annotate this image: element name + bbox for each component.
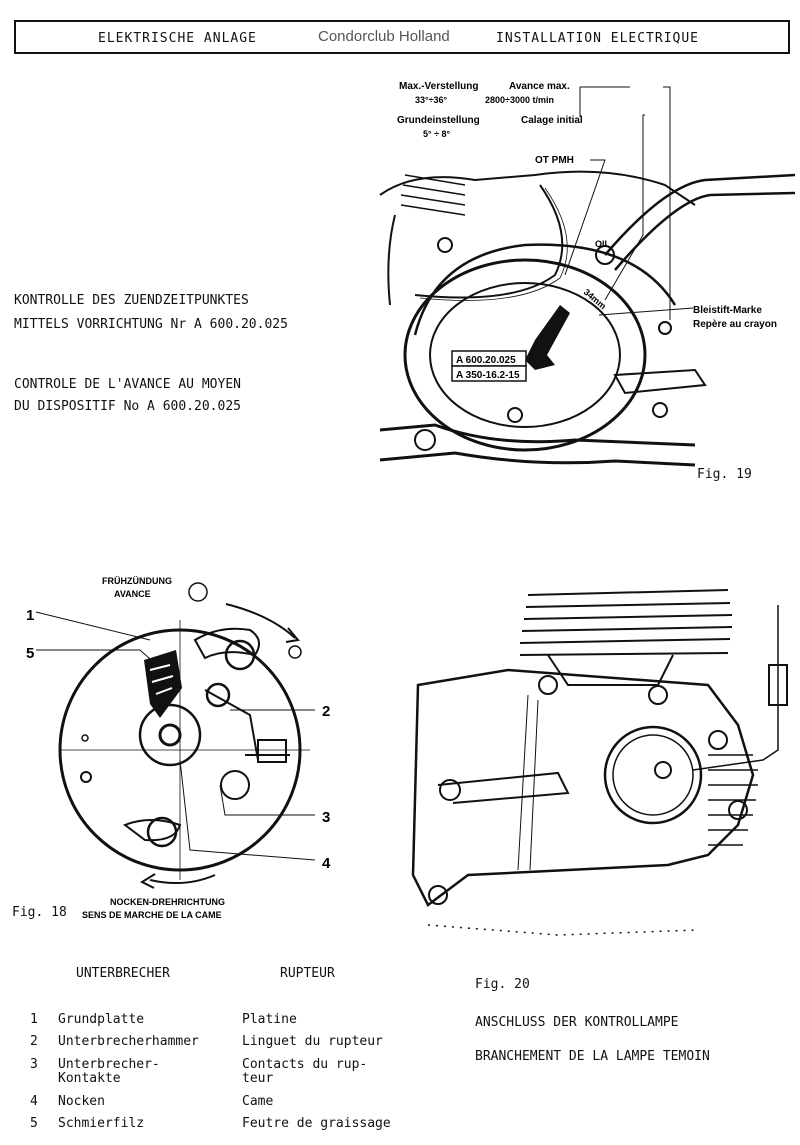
fig19-pencil-fr: Repère au crayon (693, 319, 777, 330)
part-1-fr: Platine (242, 1012, 297, 1027)
part-3-fr: Contacts du rup- (242, 1057, 368, 1072)
part-2-fr: Linguet du rupteur (242, 1034, 383, 1049)
fig18-breaker-illustration: FRÜHZÜNDUNG AVANCE 1 5 2 3 4 NOCKEN-DREH… (26, 576, 331, 920)
fig18-label-5: 5 (26, 645, 34, 662)
part-1-de: Grundplatte (58, 1012, 145, 1027)
fig20-engine-illustration (411, 589, 788, 936)
section1-fr-line2: DU DISPOSITIF No A 600.20.025 (14, 399, 241, 414)
section1-de-line1: KONTROLLE DES ZUENDZEITPUNKTES (14, 293, 249, 308)
fig19-engine-illustration: Max.-Verstellung Avance max. 33°÷36° 280… (379, 81, 795, 467)
fig18-label-2: 2 (322, 703, 330, 720)
page-header: ELEKTRISCHE ANLAGE Condorclub Holland IN… (14, 20, 790, 54)
part-3-de: Unterbrecher- (58, 1057, 160, 1072)
fig19-max-rpm: 2800÷3000 t/min (485, 95, 554, 105)
header-center: Condorclub Holland (318, 28, 450, 45)
fig18-label-4: 4 (322, 855, 331, 872)
fig19-base-fr: Calage initial (521, 115, 583, 126)
fig19-caption: Fig. 19 (697, 467, 752, 482)
fig18-cam-fr: SENS DE MARCHE DE LA CAME (82, 910, 222, 920)
fig20-fr-title: BRANCHEMENT DE LA LAMPE TEMOIN (475, 1049, 710, 1064)
fig19-max-de: Max.-Verstellung (399, 81, 478, 92)
part-4-number: 4 (30, 1094, 38, 1109)
fig19-base-deg: 5° ÷ 8° (423, 129, 451, 139)
fig19-max-fr: Avance max. (509, 81, 570, 92)
part-5-number: 5 (30, 1116, 38, 1131)
fig19-max-deg: 33°÷36° (415, 95, 448, 105)
part-5-fr: Feutre de graissage (242, 1116, 391, 1131)
fig18-early-fr: AVANCE (114, 589, 151, 599)
part-3-de-cont: Kontakte (58, 1071, 121, 1086)
fig19-tool2-label: A 350-16.2-15 (456, 370, 520, 381)
part-3-fr-cont: teur (242, 1071, 274, 1086)
part-4-de: Nocken (58, 1094, 105, 1109)
part-4-fr: Came (242, 1094, 274, 1109)
fig20-de-title: ANSCHLUSS DER KONTROLLAMPE (475, 1015, 679, 1030)
fig19-oil-label: OIL (595, 239, 611, 249)
section1-de-line2: MITTELS VORRICHTUNG Nr A 600.20.025 (14, 317, 288, 332)
part-2-de: Unterbrecherhammer (58, 1034, 199, 1049)
fig19-pencil-de: Bleistift-Marke (693, 305, 762, 316)
fig19-base-de: Grundeinstellung (397, 115, 480, 126)
part-1-number: 1 (30, 1012, 38, 1027)
fig18-early-de: FRÜHZÜNDUNG (102, 576, 172, 586)
header-right: INSTALLATION ELECTRIQUE (496, 31, 700, 46)
fig18-caption: Fig. 18 (12, 905, 67, 920)
fig18-label-1: 1 (26, 607, 34, 624)
part-3-number: 3 (30, 1057, 38, 1072)
fig20-caption: Fig. 20 (475, 977, 530, 992)
header-left: ELEKTRISCHE ANLAGE (98, 31, 257, 46)
part-5-de: Schmierfilz (58, 1116, 145, 1131)
fig18-label-3: 3 (322, 809, 330, 826)
fig19-ot-label: OT PMH (535, 155, 574, 166)
section1-fr-line1: CONTROLE DE L'AVANCE AU MOYEN (14, 377, 241, 392)
fig19-tool1-label: A 600.20.025 (456, 355, 516, 366)
part-2-number: 2 (30, 1034, 38, 1049)
parts-heading-de: UNTERBRECHER (76, 966, 170, 981)
fig18-cam-de: NOCKEN-DREHRICHTUNG (110, 897, 225, 907)
parts-heading-fr: RUPTEUR (280, 966, 335, 981)
